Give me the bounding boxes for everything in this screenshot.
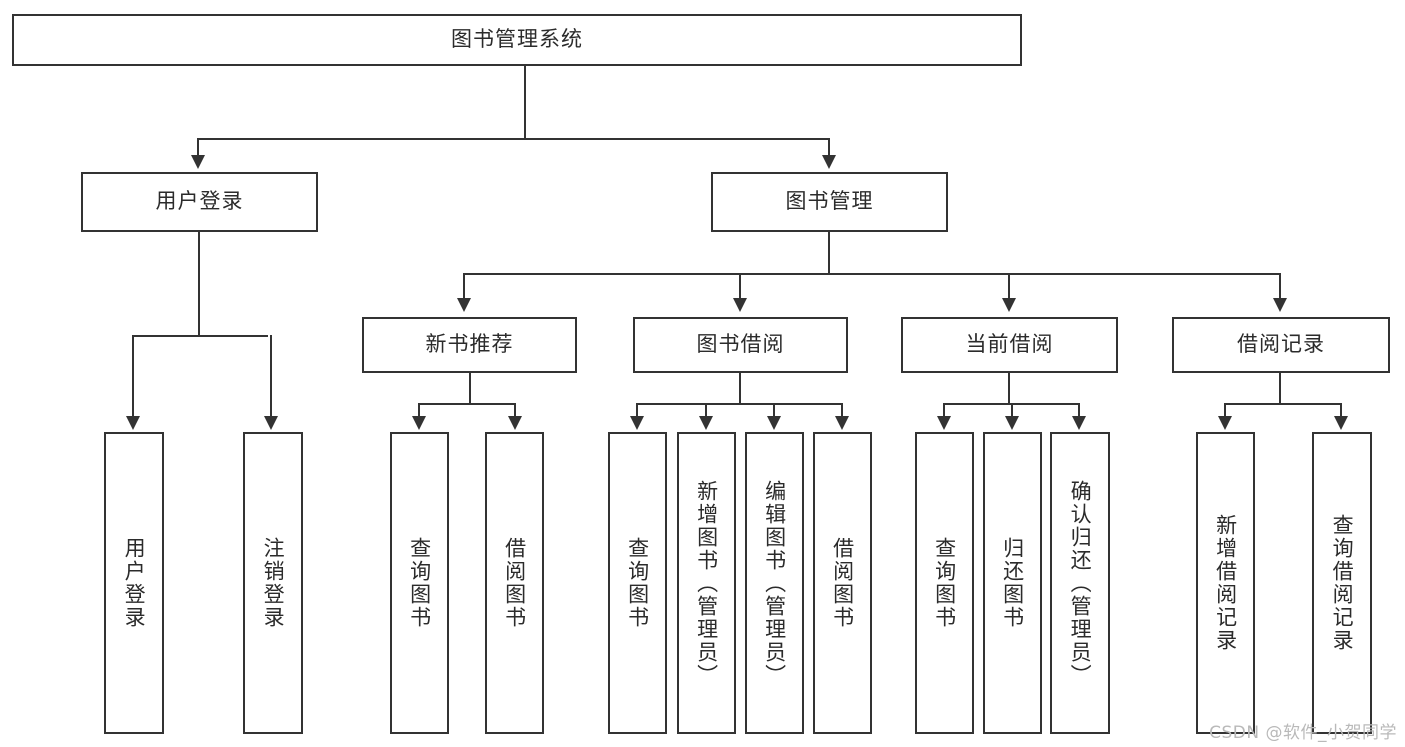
edge-userlogin-drop-1 <box>132 335 134 419</box>
arrow-record-leaf-1 <box>1218 416 1232 430</box>
edge-bookmgmt-bus <box>463 273 1281 275</box>
edge-borrow-stem <box>739 373 741 404</box>
leaf-logout[interactable]: 注销登录 <box>243 432 303 734</box>
arrow-newbook-leaf-1 <box>412 416 426 430</box>
arrow-current-leaf-1 <box>937 416 951 430</box>
leaf-confirm-return-admin[interactable]: 确认归还（管理员） <box>1050 432 1110 734</box>
leaf-borrow-book-newbook[interactable]: 借阅图书 <box>485 432 544 734</box>
edge-newbook-bus <box>418 403 516 405</box>
edge-record-stem <box>1279 373 1281 404</box>
node-label: 用户登录 <box>122 537 147 629</box>
node-label: 借阅图书 <box>502 537 527 629</box>
arrow-record-leaf-2 <box>1334 416 1348 430</box>
edge-bookmgmt-drop-1 <box>463 273 465 301</box>
node-label: 查询图书 <box>625 537 650 629</box>
edge-userlogin-bus <box>132 335 268 337</box>
arrow-userlogin-leaf-1 <box>126 416 140 430</box>
node-user-login[interactable]: 用户登录 <box>81 172 318 232</box>
arrow-current-leaf-3 <box>1072 416 1086 430</box>
arrow-bookmgmt-to-record <box>1273 298 1287 312</box>
node-borrow-record[interactable]: 借阅记录 <box>1172 317 1390 373</box>
edge-borrow-drop-1 <box>636 403 638 419</box>
arrow-bookmgmt-to-borrow <box>733 298 747 312</box>
edge-current-drop-2 <box>1011 403 1013 419</box>
arrow-root-to-bookmgmt <box>822 155 836 169</box>
edge-bookmgmt-stem <box>828 232 830 274</box>
node-root-system[interactable]: 图书管理系统 <box>12 14 1022 66</box>
arrow-borrow-leaf-2 <box>699 416 713 430</box>
edge-root-bus <box>197 138 829 140</box>
edge-newbook-drop-1 <box>418 403 420 419</box>
edge-userlogin-drop-2 <box>270 335 272 419</box>
node-label: 图书管理 <box>785 189 874 214</box>
leaf-query-book-current[interactable]: 查询图书 <box>915 432 974 734</box>
node-label: 查询借阅记录 <box>1330 514 1355 652</box>
node-label: 当前借阅 <box>965 332 1054 357</box>
edge-current-stem <box>1008 373 1010 404</box>
edge-record-drop-2 <box>1340 403 1342 419</box>
edge-record-drop-1 <box>1224 403 1226 419</box>
arrow-borrow-leaf-1 <box>630 416 644 430</box>
node-label: 查询图书 <box>932 537 957 629</box>
edge-borrow-drop-4 <box>841 403 843 419</box>
edge-bookmgmt-drop-2 <box>739 273 741 301</box>
node-label: 新增借阅记录 <box>1213 514 1238 652</box>
node-current-borrow[interactable]: 当前借阅 <box>901 317 1118 373</box>
edge-bookmgmt-drop-3 <box>1008 273 1010 301</box>
node-label: 归还图书 <box>1000 537 1025 629</box>
leaf-add-borrow-record[interactable]: 新增借阅记录 <box>1196 432 1255 734</box>
node-label: 编辑图书（管理员） <box>762 479 787 687</box>
leaf-query-borrow-record[interactable]: 查询借阅记录 <box>1312 432 1372 734</box>
leaf-edit-book-admin[interactable]: 编辑图书（管理员） <box>745 432 804 734</box>
arrow-userlogin-leaf-2 <box>264 416 278 430</box>
edge-root-to-userlogin <box>197 138 199 158</box>
arrow-bookmgmt-to-newbook <box>457 298 471 312</box>
arrow-borrow-leaf-3 <box>767 416 781 430</box>
edge-bookmgmt-drop-4 <box>1279 273 1281 301</box>
arrow-borrow-leaf-4 <box>835 416 849 430</box>
edge-current-drop-3 <box>1078 403 1080 419</box>
leaf-user-login[interactable]: 用户登录 <box>104 432 164 734</box>
edge-root-stem <box>524 66 526 139</box>
edge-root-to-bookmgmt <box>828 138 830 158</box>
edge-borrow-bus <box>636 403 843 405</box>
node-new-book-recommend[interactable]: 新书推荐 <box>362 317 577 373</box>
leaf-return-book[interactable]: 归还图书 <box>983 432 1042 734</box>
node-book-management[interactable]: 图书管理 <box>711 172 948 232</box>
arrow-current-leaf-2 <box>1005 416 1019 430</box>
edge-newbook-drop-2 <box>514 403 516 419</box>
node-label: 注销登录 <box>261 537 286 629</box>
node-label: 确认归还（管理员） <box>1068 479 1093 687</box>
edge-borrow-drop-3 <box>773 403 775 419</box>
node-label: 新增图书（管理员） <box>694 479 719 687</box>
node-label: 图书借阅 <box>696 332 785 357</box>
node-label: 用户登录 <box>155 189 244 214</box>
arrow-root-to-userlogin <box>191 155 205 169</box>
arrow-newbook-leaf-2 <box>508 416 522 430</box>
node-label: 图书管理系统 <box>451 27 583 52</box>
leaf-query-book-newbook[interactable]: 查询图书 <box>390 432 449 734</box>
edge-newbook-stem <box>469 373 471 404</box>
arrow-bookmgmt-to-current <box>1002 298 1016 312</box>
leaf-add-book-admin[interactable]: 新增图书（管理员） <box>677 432 736 734</box>
node-label: 借阅图书 <box>830 537 855 629</box>
node-book-borrow[interactable]: 图书借阅 <box>633 317 848 373</box>
edge-record-bus <box>1224 403 1342 405</box>
node-label: 查询图书 <box>407 537 432 629</box>
edge-borrow-drop-2 <box>705 403 707 419</box>
edge-userlogin-stem <box>198 232 200 336</box>
leaf-query-book-borrow[interactable]: 查询图书 <box>608 432 667 734</box>
node-label: 借阅记录 <box>1237 332 1325 357</box>
leaf-borrow-book-borrow[interactable]: 借阅图书 <box>813 432 872 734</box>
node-label: 新书推荐 <box>425 332 514 357</box>
edge-current-drop-1 <box>943 403 945 419</box>
